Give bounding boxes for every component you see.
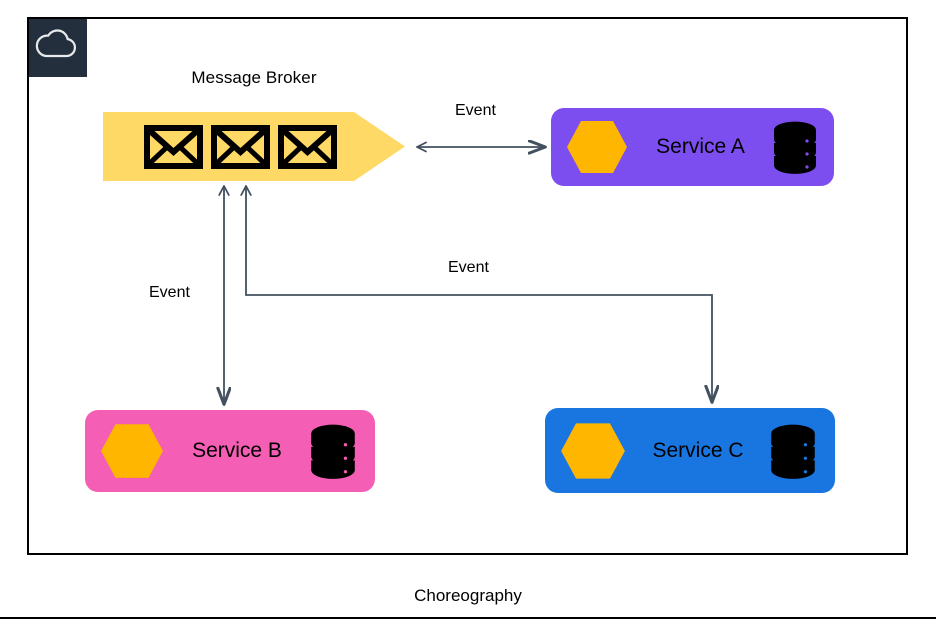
database-icon	[771, 424, 815, 479]
hexagon-icon	[561, 422, 625, 479]
service-node-c[interactable]: Service C	[545, 408, 835, 493]
broker-label: Message Broker	[191, 68, 317, 87]
service-node-a[interactable]: Service A	[551, 108, 834, 186]
envelope-icon	[211, 125, 270, 169]
service-node-b[interactable]: Service B	[85, 410, 375, 492]
hexagon-icon	[101, 424, 163, 478]
envelope-icon	[144, 125, 203, 169]
diagram-caption: Choreography	[414, 586, 522, 605]
message-broker-shape[interactable]	[103, 112, 405, 181]
page-bottom-rule	[0, 617, 936, 619]
hexagon-icon	[567, 121, 627, 173]
database-icon	[311, 424, 355, 479]
database-icon	[774, 121, 816, 174]
edge-label-broker-service-a: Event	[455, 102, 496, 119]
edge-label-broker-service-c: Event	[448, 259, 489, 276]
service-label-a: Service A	[656, 135, 745, 158]
cloud-icon	[35, 29, 76, 58]
edge-label-broker-service-b: Event	[149, 284, 190, 301]
cloud-badge	[29, 19, 87, 77]
service-label-b: Service B	[192, 439, 282, 462]
service-label-c: Service C	[652, 438, 744, 462]
envelope-icon	[278, 125, 337, 169]
